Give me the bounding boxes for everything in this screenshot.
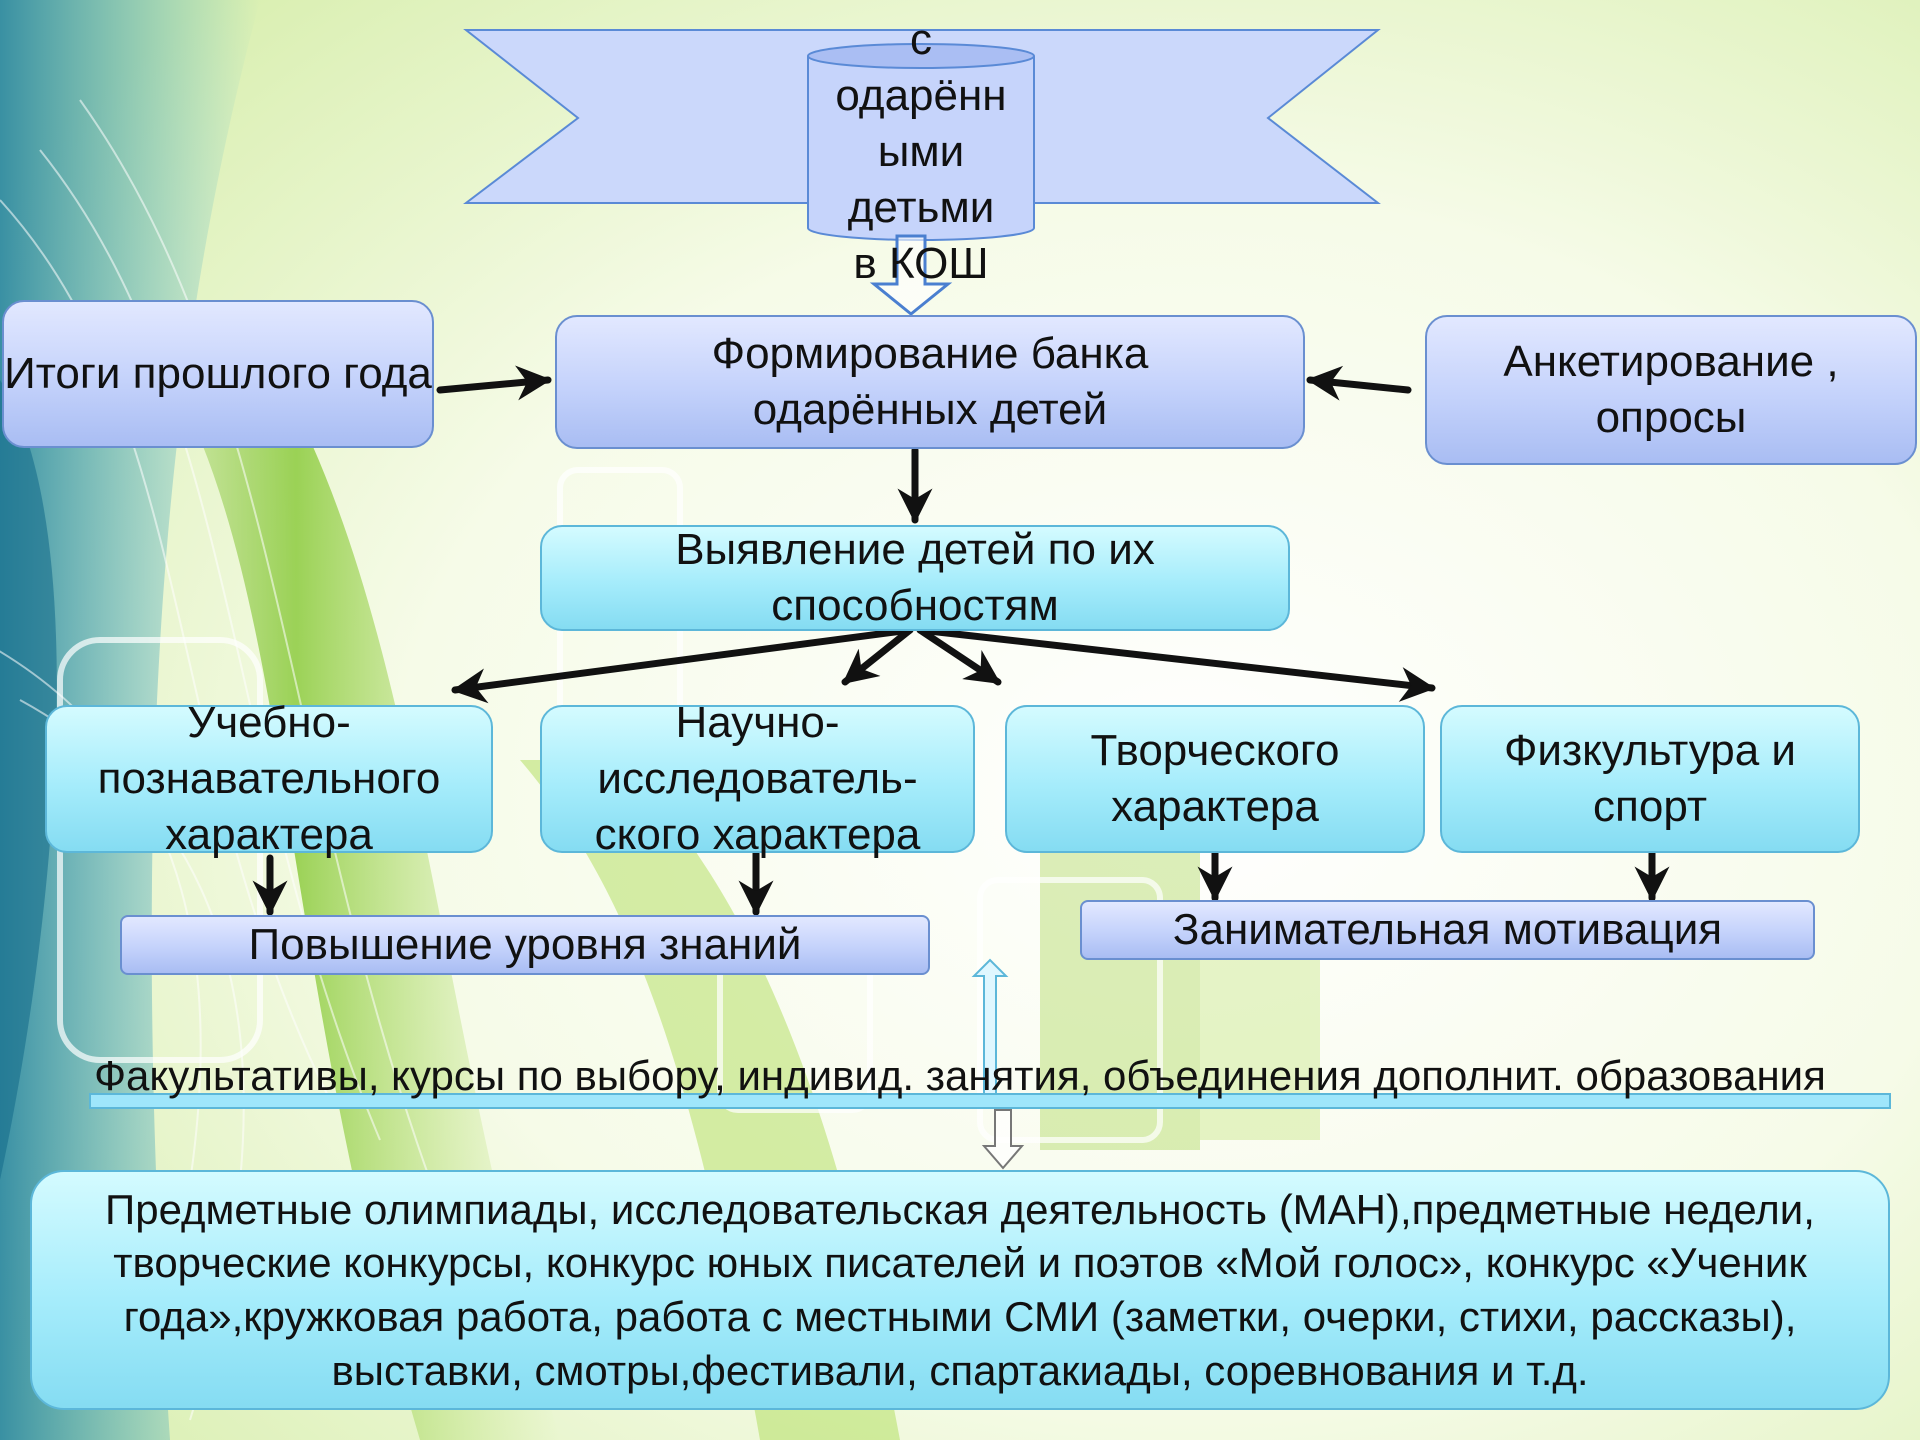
node-educational-label: Учебно-познавательного характера	[97, 697, 441, 860]
arrow-identify-to-research	[841, 626, 914, 686]
node-bank: Формирование банка одарённых детей	[555, 315, 1305, 449]
node-identify-label: Выявление детей по их способностям	[675, 524, 1155, 630]
arrow-last-year-to-bank	[436, 365, 552, 401]
node-activities-label: Предметные олимпиады, исследовательская …	[105, 1185, 1815, 1394]
band-bar	[89, 1093, 1891, 1109]
banner-title: с одарённ ыми детьми в КОШ	[806, 12, 1036, 292]
node-last-year-label: Итоги прошлого года	[4, 348, 432, 398]
node-last-year: Итоги прошлого года	[2, 300, 434, 448]
node-creative: Творческого характера	[1005, 705, 1425, 853]
node-sport: Физкультура и спорт	[1440, 705, 1860, 853]
band-label: Факультативы, курсы по выбору, индивид. …	[94, 1052, 1826, 1099]
node-educational: Учебно-познавательного характера	[45, 698, 493, 859]
node-knowledge-label: Повышение уровня знаний	[248, 919, 802, 969]
arrow-identify-to-sport	[916, 626, 1436, 702]
node-motivation-label: Занимательная мотивация	[1172, 904, 1723, 954]
banner-line: одарённ	[835, 71, 1007, 120]
node-knowledge: Повышение уровня знаний	[120, 915, 930, 975]
banner-line: ыми	[877, 127, 965, 176]
node-survey-label: Анкетирование , опросы	[1503, 336, 1839, 442]
banner-line: с	[910, 15, 932, 64]
node-sport-label: Физкультура и спорт	[1503, 725, 1797, 831]
node-activities: Предметные олимпиады, исследовательская …	[30, 1170, 1890, 1410]
block-arrow-down	[869, 234, 953, 316]
small-down-arrow	[981, 1109, 1025, 1170]
node-research: Научно-исследователь-ского характера	[540, 698, 975, 859]
arrow-identify-to-creative	[916, 626, 1002, 686]
node-identify: Выявление детей по их способностям	[540, 525, 1290, 631]
arrow-identify-to-educational	[451, 626, 914, 704]
node-creative-label: Творческого характера	[1090, 725, 1340, 831]
node-motivation: Занимательная мотивация	[1080, 900, 1815, 960]
banner-line: в КОШ	[853, 239, 989, 288]
banner-line: детьми	[847, 183, 995, 232]
node-bank-label: Формирование банка одарённых детей	[711, 328, 1149, 434]
thin-up-arrow	[971, 958, 1009, 1099]
arrow-survey-to-bank	[1306, 365, 1412, 401]
teal-swirl-dark	[0, 380, 57, 1180]
cylinder-shape	[807, 43, 1035, 241]
node-survey: Анкетирование , опросы	[1425, 315, 1917, 465]
node-research-label: Научно-исследователь-ского характера	[594, 697, 921, 860]
